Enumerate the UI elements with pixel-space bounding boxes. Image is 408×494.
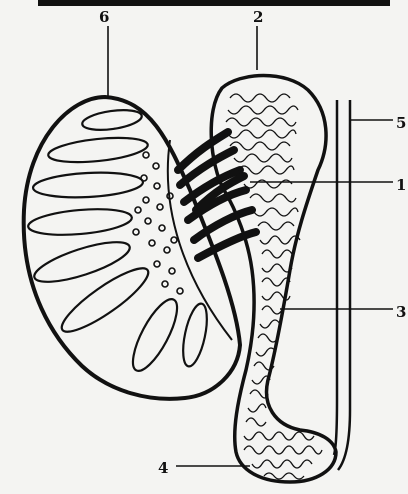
callout-4: 4	[158, 461, 168, 476]
callout-6: 6	[99, 10, 109, 25]
vas-deferens	[334, 100, 350, 470]
callout-5: 5	[396, 116, 406, 131]
coiled-tubules	[226, 94, 322, 479]
callout-3: 3	[396, 305, 406, 320]
top-border-bar	[38, 0, 390, 6]
callout-1: 1	[396, 178, 406, 193]
rete-dots	[133, 152, 183, 294]
callout-2: 2	[253, 10, 263, 25]
